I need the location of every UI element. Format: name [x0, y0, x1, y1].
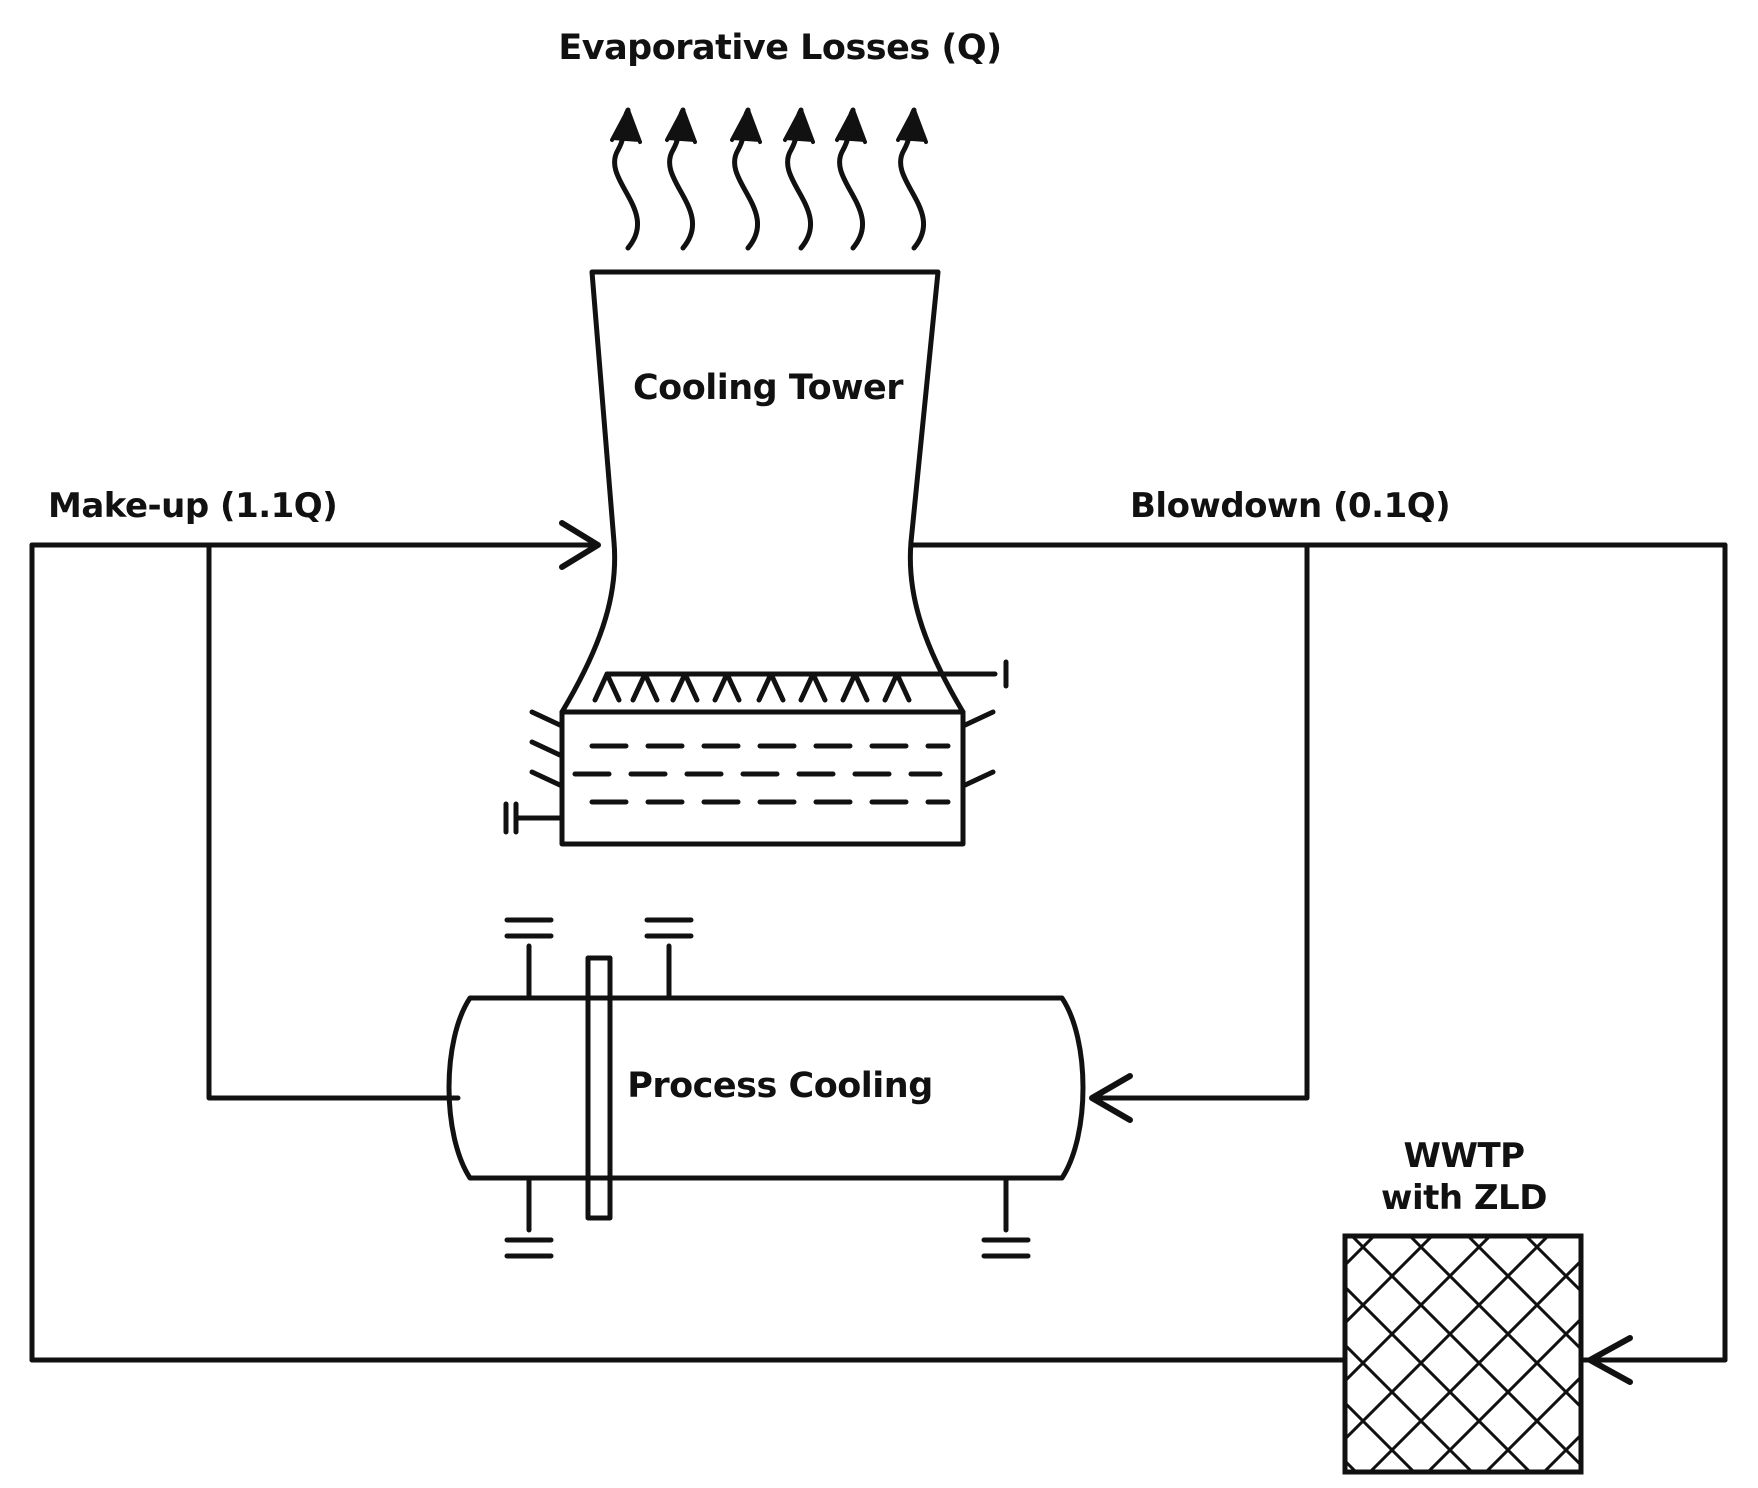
blowdown-label: Blowdown (0.1Q) [1130, 486, 1451, 526]
evaporation-arrow-icon [730, 107, 762, 251]
evaporation-arrow-icon [665, 107, 697, 251]
process-cooling-label: Process Cooling [627, 1066, 933, 1106]
cross-hatch-filter-icon [1342, 1233, 1584, 1475]
wwtp-label: WWTP [1403, 1136, 1525, 1176]
cooling-tower-shell [559, 269, 966, 715]
makeup-arrowhead-icon [559, 520, 601, 570]
evaporative-losses-label: Evaporative Losses (Q) [558, 28, 1002, 68]
evaporation-arrow-icon [783, 107, 815, 251]
process-cooling-exchanger [446, 917, 1086, 1259]
cooling-tower-basin [503, 709, 996, 847]
piping [29, 520, 1728, 1385]
flange-icon [585, 955, 613, 1221]
makeup-label: Make-up (1.1Q) [48, 486, 338, 526]
evaporation-arrow-icon [835, 107, 867, 251]
cooling-tower-label: Cooling Tower [632, 368, 904, 408]
evaporation-arrows [610, 107, 928, 251]
process-inlet-arrowhead-icon [1089, 1073, 1133, 1123]
wwtp-inlet-arrowhead-icon [1587, 1335, 1633, 1385]
evaporation-arrow-icon [610, 107, 642, 251]
wwtp-zld-label: with ZLD [1381, 1178, 1547, 1218]
spray-nozzle-icon [592, 659, 1009, 703]
evaporation-arrow-icon [896, 107, 928, 251]
